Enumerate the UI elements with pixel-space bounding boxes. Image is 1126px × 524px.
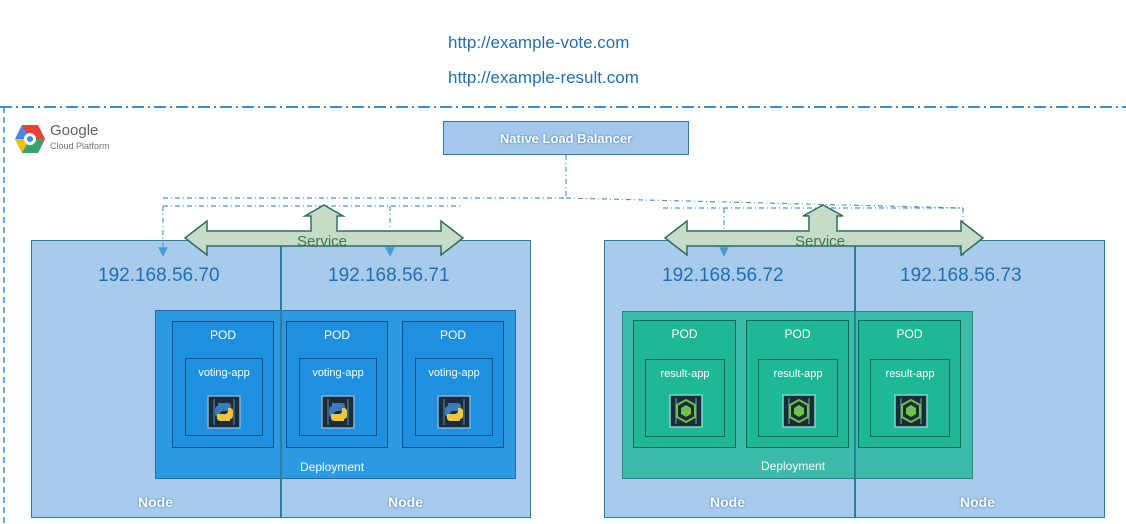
- service-arrow: [183, 204, 465, 257]
- node-ip: 192.168.56.72: [662, 265, 784, 286]
- gcp-name: Google: [50, 122, 99, 139]
- pod-title: POD: [784, 327, 811, 341]
- gcp-subtitle: Cloud Platform: [50, 141, 110, 151]
- node-label: Node: [960, 494, 995, 510]
- result-pod: POD result-app: [858, 320, 961, 448]
- node-label: Node: [138, 494, 173, 510]
- result-app-container: result-app: [645, 359, 725, 437]
- result-app-container: result-app: [870, 359, 950, 437]
- load-balancer: Native Load Balancer: [443, 121, 689, 155]
- pod-title: POD: [323, 328, 350, 342]
- pod-title: POD: [671, 327, 698, 341]
- deployment-label: Deployment: [300, 460, 365, 474]
- app-label: voting-app: [428, 367, 480, 379]
- node-divider: [280, 240, 282, 518]
- pod-title: POD: [209, 328, 236, 342]
- service-label: Service: [795, 233, 846, 250]
- python-container-icon: [321, 395, 355, 429]
- deployment-label: Deployment: [761, 459, 826, 473]
- node-ip: 192.168.56.71: [328, 265, 450, 286]
- node-ip: 192.168.56.73: [900, 265, 1022, 286]
- app-label: result-app: [660, 368, 710, 380]
- gcp-logo: Google Cloud Platform: [14, 122, 134, 158]
- app-label: voting-app: [312, 367, 364, 379]
- node-label: Node: [710, 494, 745, 510]
- voting-pod: POD voting-app: [286, 321, 388, 448]
- pod-title: POD: [896, 327, 923, 341]
- app-label: result-app: [773, 368, 823, 380]
- voting-pod: POD voting-app: [172, 321, 274, 448]
- voting-app-container: voting-app: [299, 358, 377, 436]
- pod-title: POD: [439, 328, 466, 342]
- result-pod: POD result-app: [746, 320, 849, 448]
- voting-app-container: voting-app: [415, 358, 493, 436]
- voting-pod: POD voting-app: [402, 321, 504, 448]
- nodejs-container-icon: [669, 394, 703, 428]
- nodejs-container-icon: [894, 394, 928, 428]
- result-url[interactable]: http://example-result.com: [448, 68, 639, 87]
- vote-url[interactable]: http://example-vote.com: [448, 33, 630, 52]
- python-container-icon: [207, 395, 241, 429]
- nodejs-container-icon: [782, 394, 816, 428]
- node-label: Node: [388, 494, 423, 510]
- app-label: result-app: [885, 368, 935, 380]
- result-app-container: result-app: [758, 359, 838, 437]
- voting-app-container: voting-app: [185, 358, 263, 436]
- result-pod: POD result-app: [633, 320, 736, 448]
- app-label: voting-app: [198, 367, 250, 379]
- node-ip: 192.168.56.70: [98, 265, 220, 286]
- service-label: Service: [297, 233, 348, 250]
- python-container-icon: [437, 395, 471, 429]
- service-arrow: [663, 204, 985, 257]
- gcp-hexagon-icon: [15, 125, 45, 153]
- load-balancer-label: Native Load Balancer: [499, 130, 633, 146]
- node-divider: [854, 240, 856, 518]
